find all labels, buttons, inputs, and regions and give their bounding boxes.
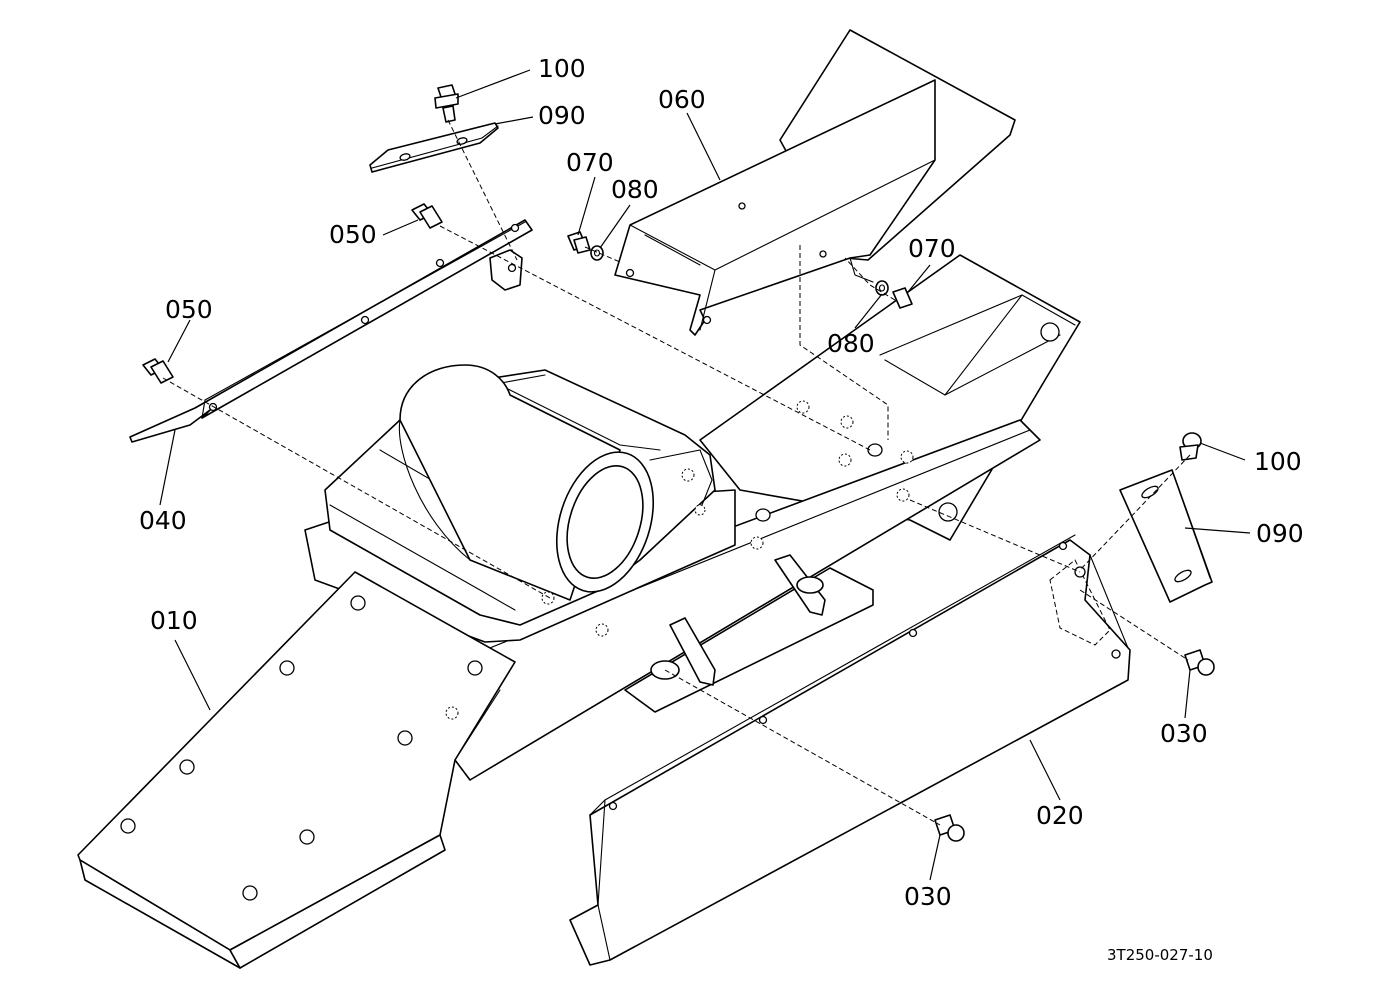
callout-leaders — [159, 69, 1251, 881]
bolt-030-bottom[interactable] — [934, 814, 965, 842]
callout-050-left: 050 — [165, 295, 213, 324]
callout-080-right: 080 — [827, 329, 875, 358]
bolt-100-right[interactable] — [1179, 432, 1202, 461]
bolt-070-right[interactable] — [892, 287, 913, 309]
callout-070-upper: 070 — [566, 148, 614, 177]
callout-020: 020 — [1036, 801, 1084, 830]
callout-070-right: 070 — [908, 234, 956, 263]
part-040-bracket[interactable] — [129, 219, 533, 443]
callout-080-upper: 080 — [611, 175, 659, 204]
callout-010: 010 — [150, 606, 198, 635]
bolt-050-left[interactable] — [142, 358, 174, 384]
callout-030-bottom: 030 — [904, 882, 952, 911]
part-020-side-cover[interactable] — [569, 534, 1131, 966]
callout-100-upper: 100 — [538, 54, 586, 83]
part-090-plate-upper[interactable] — [369, 122, 499, 173]
washer-080-right[interactable] — [875, 280, 889, 296]
part-060-upper-cover[interactable] — [614, 29, 1016, 336]
part-090-plate-right[interactable] — [1119, 469, 1213, 603]
callout-100-right: 100 — [1254, 447, 1302, 476]
callout-090-right: 090 — [1256, 519, 1304, 548]
callout-labels: 100 090 060 070 080 050 050 070 080 040 … — [139, 54, 1304, 964]
callout-090-upper: 090 — [538, 101, 586, 130]
callout-050-upper: 050 — [329, 220, 377, 249]
bolt-030-right[interactable] — [1184, 649, 1215, 676]
washer-080-upper[interactable] — [590, 245, 604, 261]
callout-060: 060 — [658, 85, 706, 114]
bolt-070-upper[interactable] — [567, 231, 591, 254]
alignment-lines — [162, 119, 1191, 826]
bolt-100-upper[interactable] — [434, 84, 459, 123]
drawing-code: 3T250-027-10 — [1107, 946, 1213, 964]
part-010-main-frame[interactable] — [77, 254, 1081, 969]
bolt-050-upper[interactable] — [411, 203, 443, 229]
callout-030-right: 030 — [1160, 719, 1208, 748]
callout-040: 040 — [139, 506, 187, 535]
